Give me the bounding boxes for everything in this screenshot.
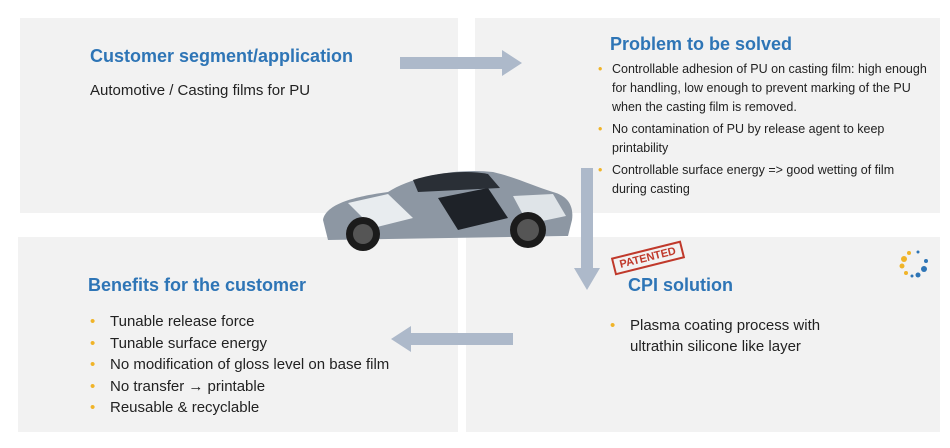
benefits-list: Tunable release force Tunable surface en…: [88, 311, 389, 419]
customer-title: Customer segment/application: [90, 46, 354, 66]
list-item: No contamination of PU by release agent …: [598, 120, 928, 158]
list-item: Plasma coating process with ultrathin si…: [608, 315, 858, 357]
benefits-title: Benefits for the customer: [88, 275, 307, 295]
list-item: Tunable surface energy: [88, 333, 389, 355]
arrow-left: [391, 326, 513, 352]
problem-panel: Problem to be solved Controllable adhesi…: [475, 18, 940, 213]
benefits-panel: Benefits for the customer Tunable releas…: [18, 237, 458, 432]
arrow-down: [574, 168, 600, 290]
solution-list: Plasma coating process with ultrathin si…: [608, 315, 858, 357]
customer-text: Automotive / Casting films for PU: [90, 82, 311, 99]
problem-title: Problem to be solved: [610, 34, 793, 54]
list-item: No transfer → printable: [88, 376, 389, 398]
solution-panel: PATENTED CPI solution Plasma coating pro…: [466, 237, 940, 432]
customer-panel: Customer segment/application Automotive …: [20, 18, 458, 213]
list-item: Tunable release force: [88, 311, 389, 333]
cpi-logo-icon: [899, 250, 928, 278]
solution-title: CPI solution: [628, 275, 733, 295]
arrow-right: [400, 50, 522, 76]
list-item: Controllable surface energy => good wett…: [598, 161, 928, 199]
list-item: No modification of gloss level on base f…: [88, 354, 389, 376]
car-image: [323, 170, 573, 251]
problem-list: Controllable adhesion of PU on casting f…: [598, 60, 928, 202]
list-item: Controllable adhesion of PU on casting f…: [598, 60, 928, 117]
patented-stamp: PATENTED: [610, 240, 685, 276]
list-item: Reusable & recyclable: [88, 397, 389, 419]
